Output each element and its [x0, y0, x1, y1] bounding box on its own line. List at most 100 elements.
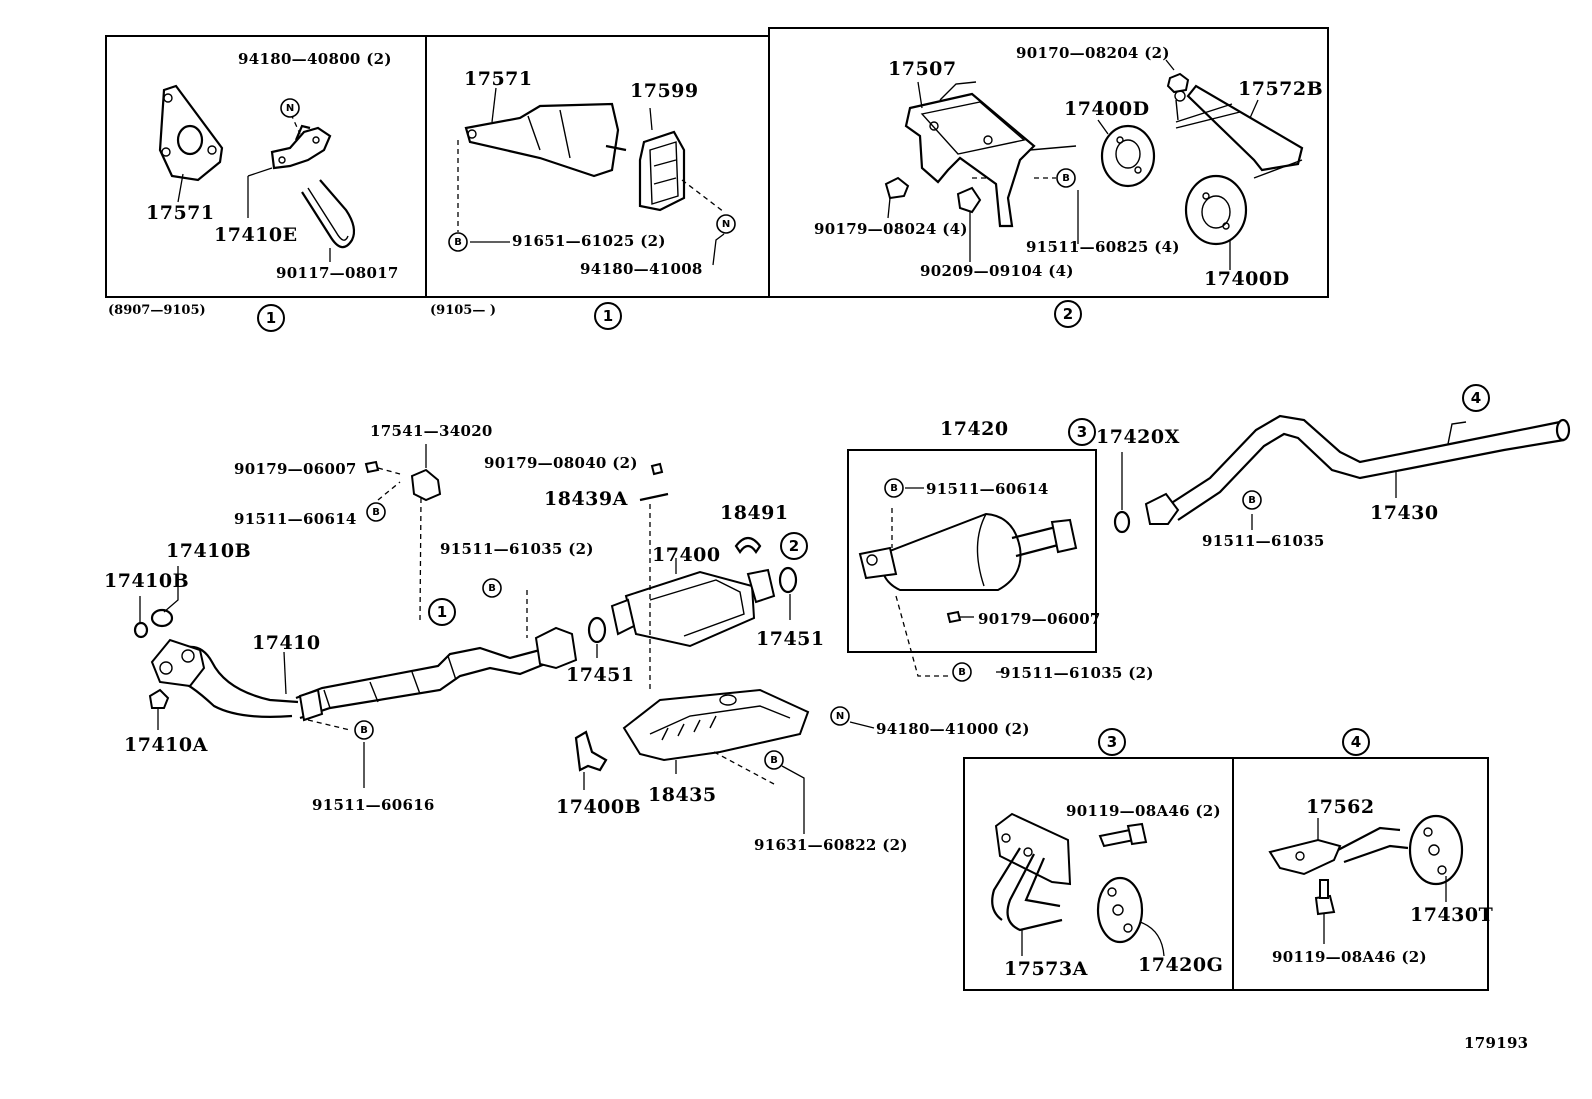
- date-range-left: (8907—9105): [108, 303, 206, 318]
- hanger-17420g-drawing: [1096, 876, 1165, 957]
- label-17562: 17562: [1306, 796, 1375, 818]
- label-94180-41000: 94180—41000 (2): [876, 720, 1030, 738]
- nut-90179-08024-drawing: [884, 176, 910, 219]
- date-range-right: (9105— ): [430, 303, 497, 318]
- label-18435: 18435: [648, 784, 717, 806]
- marker-b-91511-60825: B: [1056, 168, 1076, 188]
- nut-90170-drawing: [1165, 59, 1190, 94]
- label-91511-61035-a: 91511—61035 (2): [440, 540, 594, 558]
- ref-circle-1-b: 1: [594, 302, 622, 330]
- marker-b-91511-61035-b: B: [952, 662, 972, 682]
- label-17571-b: 17571: [464, 68, 533, 90]
- heat-insulator-18435-drawing: [622, 688, 810, 785]
- label-90209-09104: 90209—09104 (4): [920, 262, 1074, 280]
- label-91511-60825: 91511—60825 (4): [1026, 238, 1180, 256]
- svg-text:B: B: [770, 755, 778, 766]
- label-91511-61035-c: 91511—61035: [1202, 532, 1325, 550]
- svg-text:B: B: [1062, 173, 1070, 184]
- label-17410e: 17410E: [214, 224, 298, 246]
- marker-n-94180-40800: N: [280, 98, 300, 118]
- label-90117-08017: 90117—08017: [276, 264, 399, 282]
- marker-n-94180-41000: N: [830, 706, 850, 726]
- label-91511-60614-b: 91511—60614: [926, 480, 1049, 498]
- label-17410b-a: 17410B: [166, 540, 252, 562]
- label-17430t: 17430T: [1410, 904, 1494, 926]
- gasket-17451-a-drawing: [587, 616, 607, 658]
- label-17572b: 17572B: [1238, 78, 1324, 100]
- bottom-inset-frames: [963, 757, 1489, 991]
- label-18439a: 18439A: [544, 488, 628, 510]
- bolt-90119-a-drawing: [1098, 822, 1148, 848]
- label-17599: 17599: [630, 80, 699, 102]
- label-17410: 17410: [252, 632, 321, 654]
- svg-text:B: B: [360, 725, 368, 736]
- svg-text:B: B: [890, 483, 898, 494]
- gasket-17410b-drawing: [133, 566, 179, 639]
- hanger-17400d-b-drawing: [1184, 174, 1248, 270]
- marker-b-91511-61035-a: B: [482, 578, 502, 598]
- label-17410a: 17410A: [124, 734, 208, 756]
- label-91511-61035-b: 91511—61035 (2): [1000, 664, 1154, 682]
- label-90179-08024: 90179—08024 (4): [814, 220, 968, 238]
- label-17420: 17420: [940, 418, 1009, 440]
- label-90119-08a46-b: 90119—08A46 (2): [1272, 948, 1427, 966]
- hanger-17430t-drawing: [1408, 814, 1464, 902]
- label-94180-40800: 94180—40800 (2): [238, 50, 392, 68]
- label-18491: 18491: [720, 502, 789, 524]
- svg-text:B: B: [488, 583, 496, 594]
- label-17507: 17507: [888, 58, 957, 80]
- bolt-90119-b-drawing: [1314, 879, 1336, 944]
- marker-b-91511-61035-c: B: [1242, 490, 1262, 510]
- ref-circle-3-a: 3: [1068, 418, 1096, 446]
- muffler-17420-drawing: [858, 508, 1078, 677]
- bracket-17573a-drawing: [991, 812, 1072, 956]
- label-17420g: 17420G: [1138, 954, 1224, 976]
- ref-circle-3-b: 3: [1098, 728, 1126, 756]
- label-90179-08040: 90179—08040 (2): [484, 454, 638, 472]
- converter-17400-drawing: [610, 558, 776, 648]
- label-91631-60822: 91631—60822 (2): [754, 836, 908, 854]
- gasket-17420x-drawing: [1113, 452, 1131, 534]
- bracket-18439a-drawing: [639, 462, 669, 690]
- svg-text:B: B: [454, 237, 462, 248]
- marker-b-91631-60822: B: [764, 750, 784, 770]
- label-90179-06007-b: 90179—06007: [978, 610, 1101, 628]
- label-17400d-b: 17400D: [1204, 268, 1290, 290]
- nut-17410a-drawing: [148, 688, 170, 730]
- label-91511-60614-a: 91511—60614: [234, 510, 357, 528]
- tailpipe-17430-drawing: [1144, 414, 1571, 530]
- label-17571-a: 17571: [146, 202, 215, 224]
- hanger-17599-drawing: [638, 107, 725, 213]
- marker-n-94180-41008: N: [716, 214, 736, 234]
- label-17430: 17430: [1370, 502, 1439, 524]
- ref-circle-4-a: 4: [1462, 384, 1490, 412]
- label-90119-08a46-a: 90119—08A46 (2): [1066, 802, 1221, 820]
- label-17573a: 17573A: [1004, 958, 1088, 980]
- ref-circle-2-b: 2: [780, 532, 808, 560]
- ref-circle-2-a: 2: [1054, 300, 1082, 328]
- gasket-17451-b-drawing: [778, 566, 798, 620]
- top-inset-frames: [105, 27, 1329, 298]
- front-pipe-17410-drawing: [150, 497, 578, 731]
- label-17410b-b: 17410B: [104, 570, 190, 592]
- label-90179-06007-a: 90179—06007: [234, 460, 357, 478]
- label-94180-41008: 94180—41008: [580, 260, 703, 278]
- label-91651-61025: 91651—61025 (2): [512, 232, 666, 250]
- marker-b-91511-60614-a: B: [366, 502, 386, 522]
- label-17451-b: 17451: [756, 628, 825, 650]
- ref-circle-1-c: 1: [428, 598, 456, 626]
- u-bolt-90117-drawing: [301, 179, 356, 262]
- label-90170-08204: 90170—08204 (2): [1016, 44, 1170, 62]
- hanger-17541-drawing: [364, 444, 442, 502]
- svg-text:N: N: [836, 711, 844, 722]
- bracket-17571-b-drawing: [457, 87, 627, 232]
- label-17541-34020: 17541—34020: [370, 422, 493, 440]
- svg-text:N: N: [286, 103, 294, 114]
- svg-text:B: B: [1248, 495, 1256, 506]
- label-17400: 17400: [652, 544, 721, 566]
- muffler-frame: [847, 449, 1097, 653]
- svg-text:B: B: [958, 667, 966, 678]
- label-91511-60616: 91511—60616: [312, 796, 435, 814]
- svg-text:B: B: [372, 507, 380, 518]
